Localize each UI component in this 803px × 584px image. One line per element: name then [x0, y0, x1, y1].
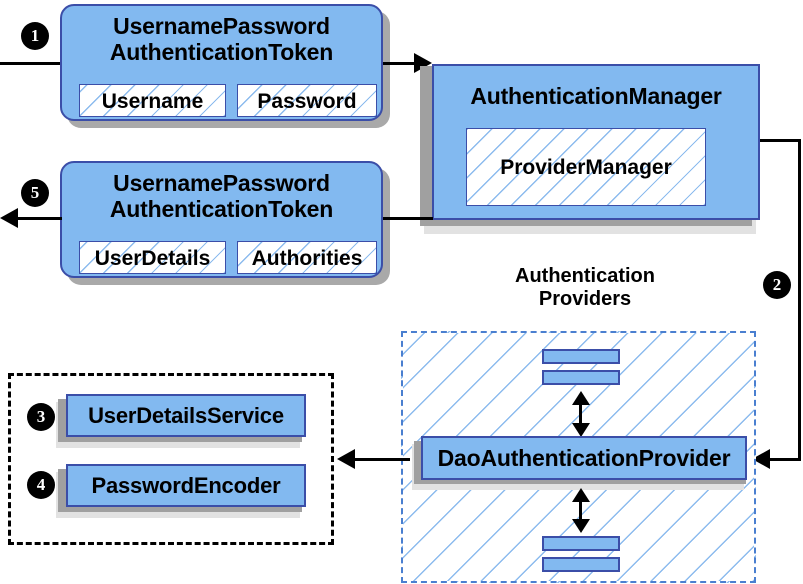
provider-link-top-line	[579, 398, 582, 429]
token-request-title: UsernamePassword AuthenticationToken	[62, 13, 381, 66]
dao-authentication-provider-box[interactable]: DaoAuthenticationProvider	[421, 436, 747, 480]
user-details-service-box[interactable]: UserDetailsService	[66, 394, 306, 437]
provider-link-bottom-arrow-down	[572, 519, 590, 533]
outgoing-response-arrowhead	[0, 208, 18, 228]
provider-stub-top-1[interactable]	[542, 349, 620, 364]
authentication-providers-title-line1: Authentication	[515, 265, 655, 287]
collaborators-container	[8, 373, 334, 545]
token-request-field-password-label: Password	[257, 90, 357, 113]
provider-manager-inner-box[interactable]: ProviderManager	[466, 128, 706, 206]
badge-step-5: 5	[22, 180, 48, 206]
manager-to-providers-line-vertical	[798, 139, 801, 461]
provider-stub-bottom-2[interactable]	[542, 557, 620, 572]
authentication-providers-title-line2: Providers	[538, 288, 632, 310]
token-response-title: UsernamePassword AuthenticationToken	[62, 170, 381, 223]
providers-to-collaborators-arrowhead	[337, 449, 355, 469]
user-details-service-label: UserDetailsService	[88, 403, 284, 428]
token-request-field-password[interactable]: Password	[237, 84, 377, 117]
badge-step-4: 4	[28, 472, 54, 498]
token-request-title-line2: AuthenticationToken	[109, 38, 334, 65]
authentication-manager-box[interactable]: AuthenticationManager ProviderManager	[432, 64, 760, 220]
provider-manager-label: ProviderManager	[500, 156, 672, 179]
token-response-title-line1: UsernamePassword	[113, 170, 330, 196]
badge-step-1: 1	[22, 23, 48, 49]
manager-to-providers-line-top	[760, 139, 801, 142]
password-encoder-label: PasswordEncoder	[91, 473, 281, 498]
token-response-title-line2: AuthenticationToken	[109, 195, 334, 222]
token-request-field-username-label: Username	[101, 90, 204, 113]
token-to-manager-line	[383, 62, 420, 65]
token-response-field-authorities-label: Authorities	[251, 247, 363, 270]
authentication-providers-title: Authentication Providers	[480, 265, 690, 311]
badge-step-2: 2	[764, 272, 790, 298]
provider-stub-top-2[interactable]	[542, 370, 620, 385]
outgoing-response-line	[18, 217, 62, 220]
token-request-field-username[interactable]: Username	[79, 84, 226, 117]
provider-stub-bottom-1[interactable]	[542, 536, 620, 551]
authentication-manager-title: AuthenticationManager	[470, 83, 722, 109]
provider-link-top-arrow-down	[572, 423, 590, 437]
token-request-title-line1: UsernamePassword	[113, 13, 330, 39]
password-encoder-box[interactable]: PasswordEncoder	[66, 464, 306, 507]
badge-step-3: 3	[28, 404, 54, 430]
token-response-box[interactable]: UsernamePassword AuthenticationToken Use…	[60, 161, 383, 278]
manager-to-providers-arrowhead	[752, 449, 770, 469]
token-response-field-userdetails-label: UserDetails	[94, 247, 211, 270]
token-response-field-authorities[interactable]: Authorities	[237, 241, 377, 274]
manager-to-providers-line-bottom	[770, 458, 801, 461]
dao-authentication-provider-label: DaoAuthenticationProvider	[437, 445, 731, 471]
provider-link-bottom-line	[579, 495, 582, 525]
token-request-box[interactable]: UsernamePassword AuthenticationToken Use…	[60, 4, 383, 121]
manager-to-token-response-line	[383, 217, 433, 220]
providers-to-collaborators-line	[355, 458, 410, 461]
token-response-field-userdetails[interactable]: UserDetails	[79, 241, 226, 274]
